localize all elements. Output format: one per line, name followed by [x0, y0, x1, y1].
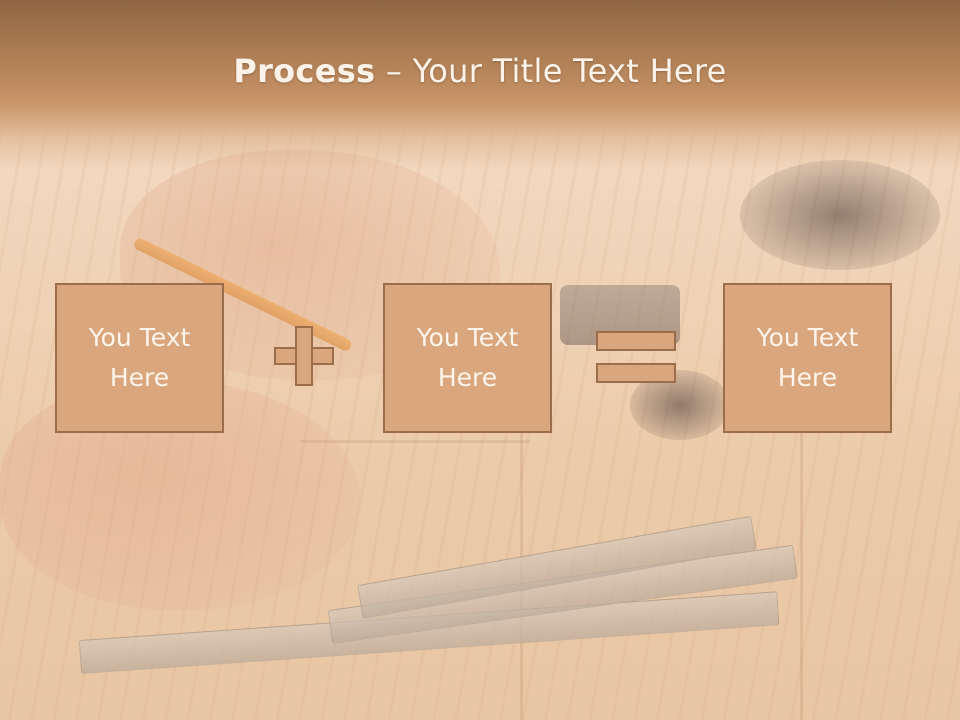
- equals-icon: [596, 331, 676, 383]
- text-box-1-label: You Text Here: [88, 323, 191, 392]
- plank-seam: [800, 430, 803, 720]
- text-box-2-label: You Text Here: [416, 323, 519, 392]
- plus-icon: [274, 326, 334, 386]
- text-box-1[interactable]: You Text Here: [55, 283, 224, 433]
- text-box-2[interactable]: You Text Here: [383, 283, 552, 433]
- header-band: [0, 0, 960, 170]
- text-box-3[interactable]: You Text Here: [723, 283, 892, 433]
- title-rest: – Your Title Text Here: [375, 52, 727, 90]
- text-box-3-label: You Text Here: [756, 323, 859, 392]
- plank-seam: [300, 440, 530, 443]
- plane-tool: [740, 160, 940, 270]
- title-bold: Process: [233, 52, 376, 90]
- slide-title[interactable]: Process – Your Title Text Here: [0, 52, 960, 90]
